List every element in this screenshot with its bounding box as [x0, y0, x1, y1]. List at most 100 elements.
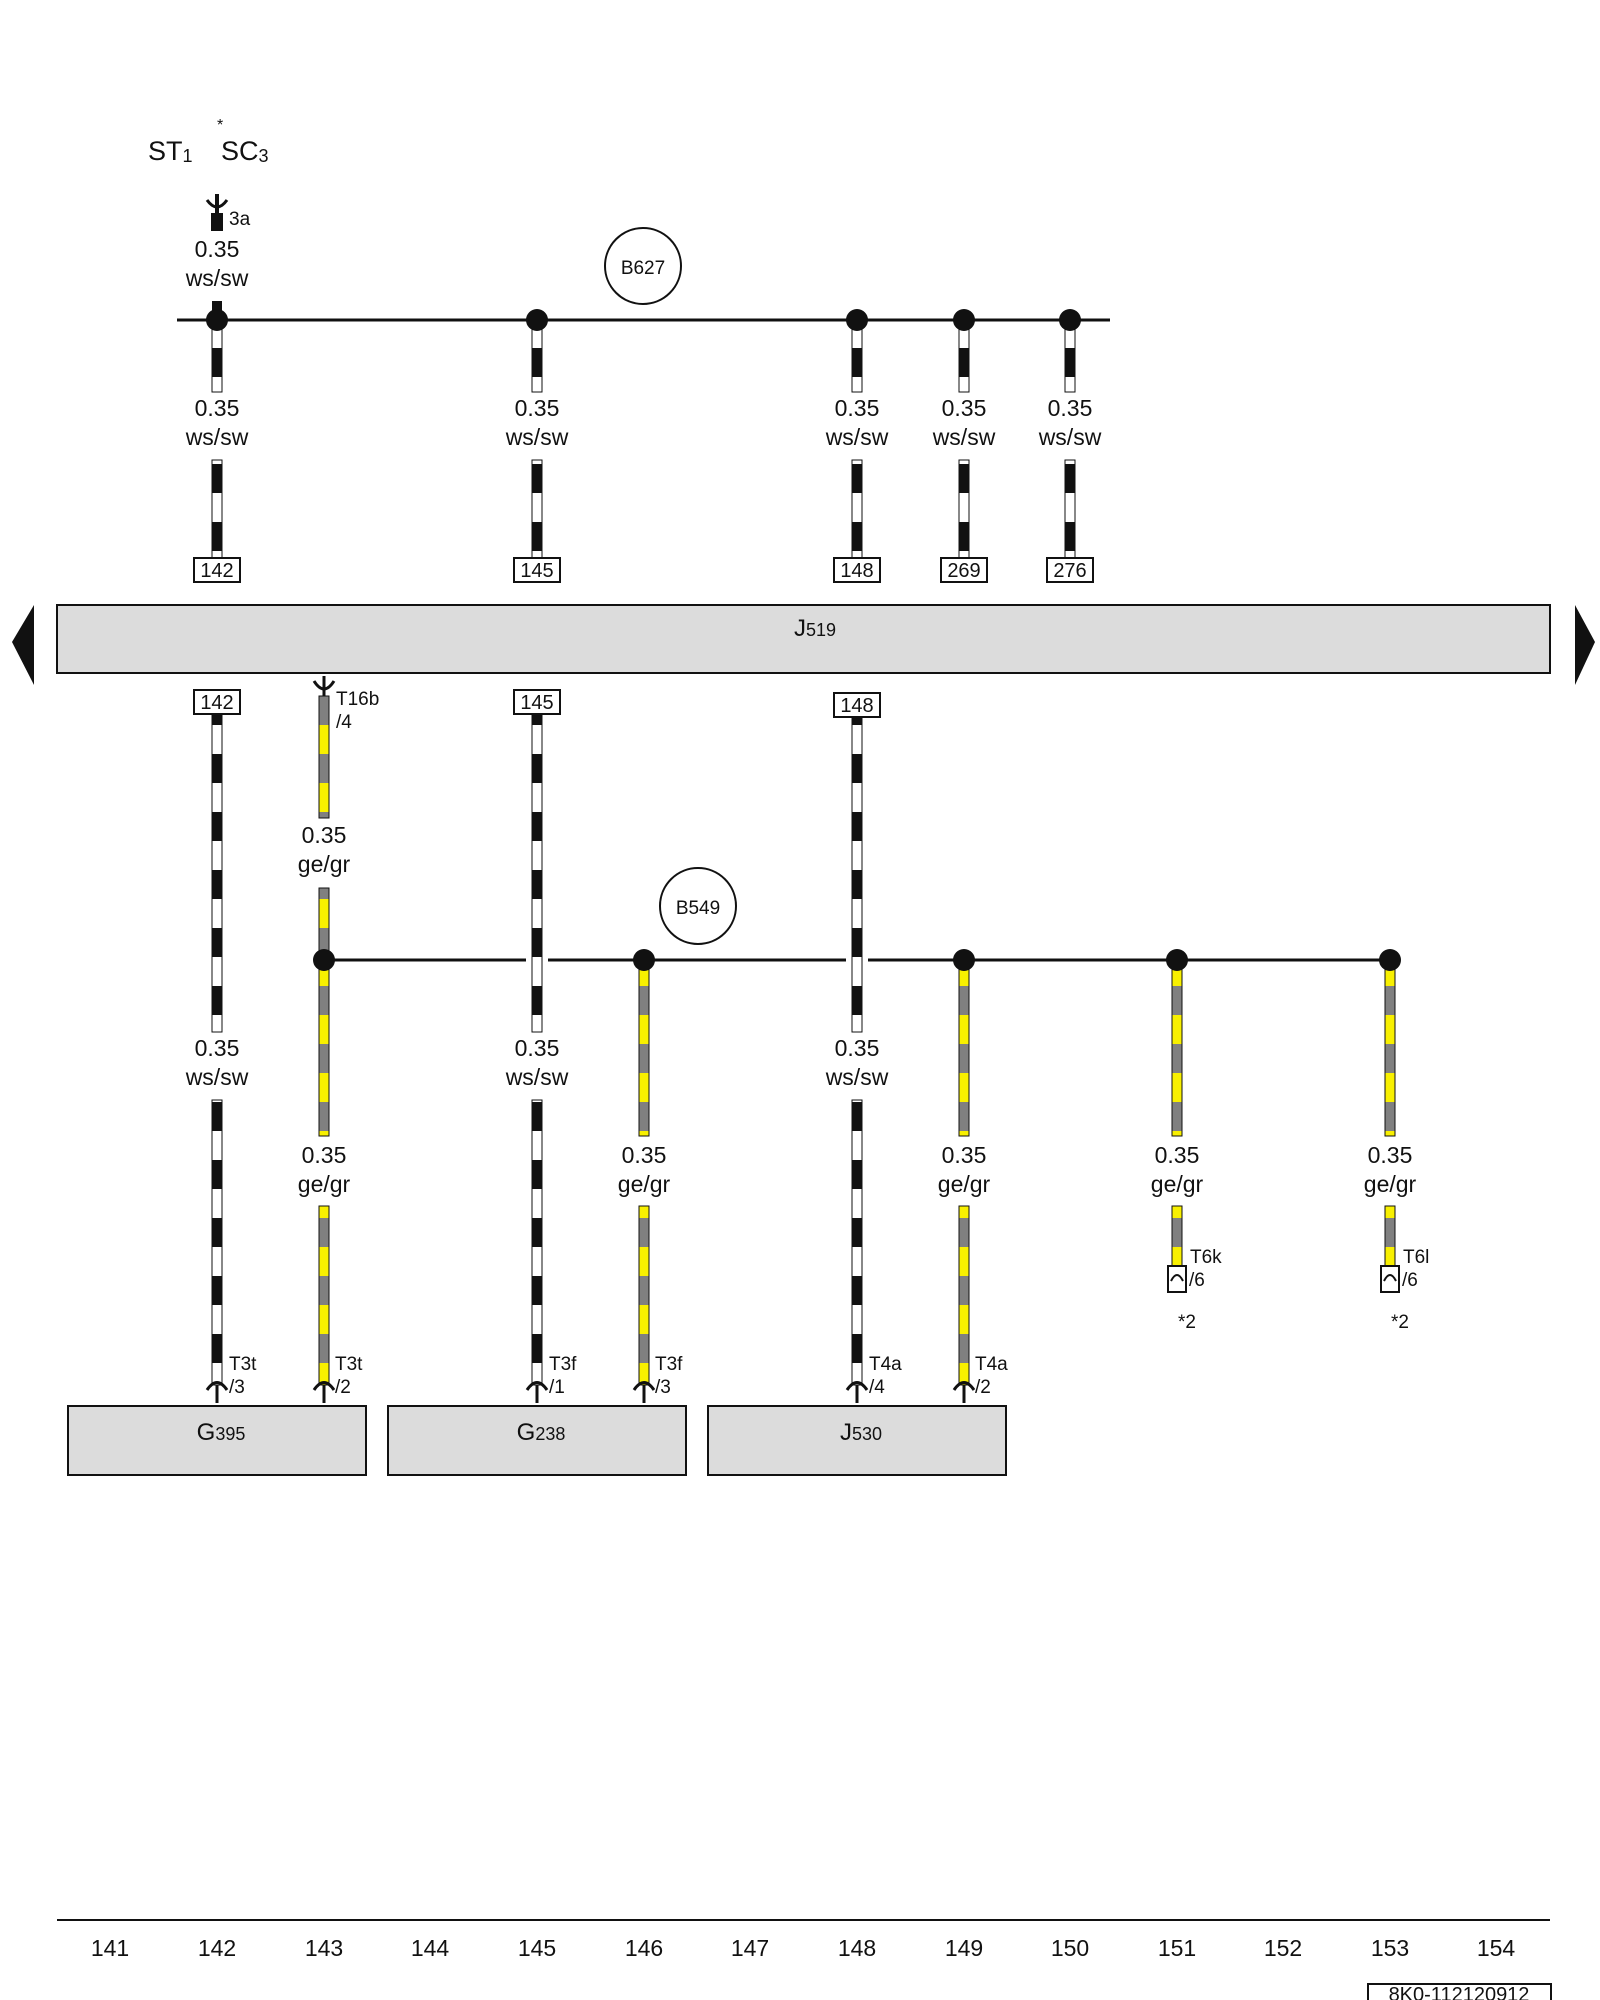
component-label: G395: [197, 1419, 246, 1446]
connector-label: T3t: [229, 1354, 257, 1375]
control-unit-label: J519: [794, 615, 836, 642]
wire-color-label: ws/sw: [932, 424, 996, 450]
connector-pin: /1: [549, 1377, 565, 1398]
wire-color-label: ge/gr: [298, 1171, 351, 1197]
component-label: J530: [840, 1419, 882, 1446]
wire-size-label: 0.35: [942, 395, 987, 421]
doc-id-box: [1367, 1983, 1552, 2000]
wire-color-label: ge/gr: [938, 1171, 991, 1197]
arrow-right-icon: [1575, 605, 1595, 685]
column-number: 147: [731, 1935, 769, 1961]
bottom-wire-labels: 0.35 ge/gr 0.35 ws/sw 0.35 ws/sw 0.35 ws…: [185, 822, 1417, 1197]
wire-color-label: ws/sw: [185, 424, 249, 450]
splice-b627-badge: [604, 227, 682, 305]
column-number: 144: [411, 1935, 450, 1961]
bottom-junction-dots: [313, 949, 1401, 971]
wire-color-label: ws/sw: [185, 1064, 249, 1090]
connector-pin: /6: [1402, 1270, 1418, 1291]
column-numbers: 141 142 143 144 145 146 147 148 149 150 …: [91, 1935, 1516, 1961]
splice-b549-label: B549: [676, 898, 720, 919]
top-junction-dots: [206, 309, 1081, 331]
connector-label: T3t: [335, 1354, 363, 1375]
wire-size-label: 0.35: [835, 395, 880, 421]
connector-t16b: T16b /4: [312, 676, 379, 733]
column-number: 146: [625, 1935, 663, 1961]
wire-size-label: 0.35: [515, 395, 560, 421]
wire-size-label: 0.35: [195, 236, 240, 262]
column-number: 151: [1158, 1935, 1196, 1961]
pin-number: 142: [200, 560, 233, 582]
pin-number: 276: [1053, 560, 1086, 582]
footnote-marker: *2: [1178, 1312, 1196, 1333]
fuse-terminal-symbol: 3a: [205, 194, 251, 231]
top-wire-labels: 0.35 ws/sw 0.35 ws/sw 0.35 ws/sw 0.35 ws…: [185, 395, 1102, 450]
fuse-pin-label: 3a: [229, 209, 251, 230]
wire-size-label: 0.35: [1048, 395, 1093, 421]
pin-number: 148: [840, 695, 873, 717]
splice-b549-badge: [659, 867, 737, 945]
connector-t6k: T6k /6 *2: [1167, 1247, 1222, 1333]
wire-color-label: ws/sw: [825, 1064, 889, 1090]
wire-color-label: ge/gr: [618, 1171, 671, 1197]
wire-color-label: ge/gr: [1151, 1171, 1204, 1197]
component-connectors: T3t /3 T3t /2 T3f /1 T3f /3 T4a /4 T4a /…: [205, 1354, 1008, 1403]
connector-label: T4a: [975, 1354, 1008, 1375]
wire-color-label: ge/gr: [298, 851, 351, 877]
pin-number: 145: [520, 692, 553, 714]
star-note: *: [217, 117, 223, 134]
column-number: 154: [1477, 1935, 1516, 1961]
wire-size-label: 0.35: [622, 1142, 667, 1168]
top-wire-drops: [211, 319, 1076, 559]
wire-size-label: 0.35: [515, 1035, 560, 1061]
wire-color-label: ws/sw: [1038, 424, 1102, 450]
wire-size-label: 0.35: [1368, 1142, 1413, 1168]
bottom-pin-boxes: 142 145 148: [193, 689, 881, 718]
connector-label: T6k: [1190, 1247, 1222, 1268]
wire-size-label: 0.35: [835, 1035, 880, 1061]
sc-label: SC3: [221, 136, 269, 166]
wire-color-label: ws/sw: [505, 1064, 569, 1090]
component-j530: J530: [707, 1405, 1007, 1476]
wire-color-label: ws/sw: [825, 424, 889, 450]
component-g238: G238: [387, 1405, 687, 1476]
wire-size-label: 0.35: [195, 1035, 240, 1061]
splice-b627-label: B627: [621, 258, 665, 279]
wire-size-label: 0.35: [1155, 1142, 1200, 1168]
connector-label: T3f: [549, 1354, 577, 1375]
st-label: ST1: [148, 136, 193, 166]
wire-size-label: 0.35: [942, 1142, 987, 1168]
wire-size-label: 0.35: [302, 1142, 347, 1168]
connector-label: T16b: [336, 689, 379, 710]
top-pin-boxes: 142 145 148 269 276: [193, 557, 1094, 583]
wire-color-label: ws/sw: [505, 424, 569, 450]
fuse-reference: ST1 * SC3: [148, 117, 269, 166]
pin-number: 145: [520, 560, 553, 582]
column-number: 150: [1051, 1935, 1089, 1961]
component-g395: G395: [67, 1405, 367, 1476]
connector-pin: /2: [975, 1377, 991, 1398]
column-number: 145: [518, 1935, 556, 1961]
wire-color-label: ge/gr: [1364, 1171, 1417, 1197]
connector-pin: /3: [655, 1377, 671, 1398]
pin-number: 269: [947, 560, 980, 582]
connector-label: T3f: [655, 1354, 683, 1375]
column-number: 143: [305, 1935, 343, 1961]
bottom-wires: [211, 695, 1396, 1386]
column-number: 153: [1371, 1935, 1409, 1961]
wire-size-label: 0.35: [302, 822, 347, 848]
control-unit-j519: [56, 604, 1551, 674]
wire-size-label: 0.35: [195, 395, 240, 421]
connector-pin: /4: [869, 1377, 885, 1398]
arrow-left-icon: [12, 605, 34, 685]
connector-pin: /6: [1189, 1270, 1205, 1291]
connector-pin: /3: [229, 1377, 245, 1398]
column-number: 149: [945, 1935, 983, 1961]
column-number: 148: [838, 1935, 876, 1961]
connector-label: T4a: [869, 1354, 902, 1375]
connector-label: T6l: [1403, 1247, 1429, 1268]
column-number: 142: [198, 1935, 236, 1961]
pin-number: 148: [840, 560, 873, 582]
connector-pin: /2: [335, 1377, 351, 1398]
footnote-marker: *2: [1391, 1312, 1409, 1333]
